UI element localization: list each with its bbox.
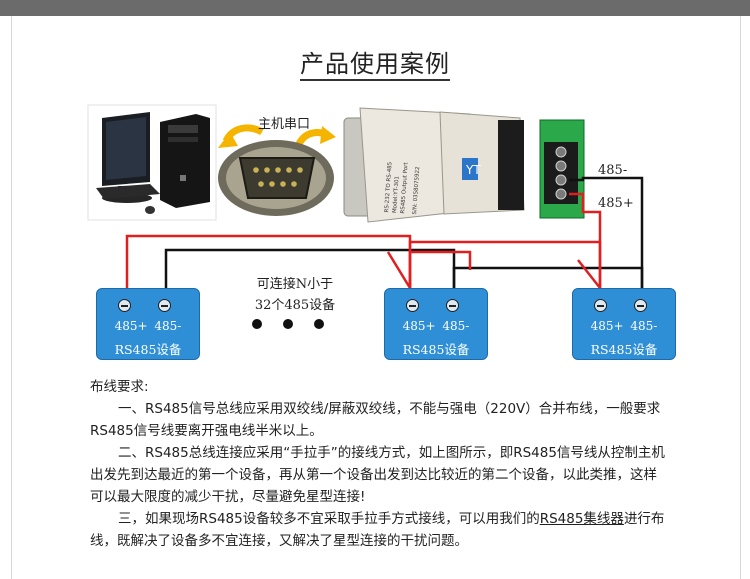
wire-label-485-pos: 485+ — [598, 196, 634, 211]
rs485-device-2: 485+ 485- RS485设备 — [384, 288, 488, 360]
rule-3-suffix: 进行布线，既解决了设备多不宜连接，又解决了星型连接的干扰问题。 — [90, 511, 665, 549]
wiring-heading: 布线要求: — [90, 379, 149, 395]
device-pin-labels: 485+ 485- — [590, 319, 658, 333]
red-wires-485-pos — [125, 192, 602, 292]
device-pin-labels: 485+ 485- — [402, 319, 470, 333]
wire-label-485-neg: 485- — [598, 163, 628, 178]
converter-logo: YT — [465, 163, 481, 177]
rs485-device-3: 485+ 485- RS485设备 — [572, 288, 676, 360]
terminal-485-pos — [594, 299, 607, 312]
converter-face-text-1: RS-232 TO RS-485 — [384, 161, 394, 213]
device-name: RS485设备 — [114, 342, 182, 357]
wiring-requirements: 布线要求: 一、RS485信号总线应采用双绞线/屏蔽双绞线，不能与强电（220V… — [90, 376, 670, 552]
converter-serial: S/N: 0358075922 — [412, 166, 421, 214]
note-line-2: 32个485设备 — [254, 298, 336, 313]
terminal-485-neg — [634, 299, 647, 312]
wiring-rule-2: 二、RS485总线连接应采用“手拉手”的接线方式，如上图所示，即RS485信号线… — [90, 445, 665, 505]
terminal-485-pos — [406, 299, 419, 312]
yellow-arrows — [218, 124, 336, 148]
converter-face-text-2: Model:YT-301 — [392, 176, 401, 213]
rule-3-prefix: 三，如果现场RS485设备较多不宜采取手拉手方式接线，可以用我们的 — [118, 511, 540, 527]
rs485-hub-link[interactable]: RS485集线器 — [539, 511, 624, 527]
terminal-485-neg — [158, 299, 171, 312]
terminal-485-pos — [118, 299, 131, 312]
rs232-rs485-converter: YT RS-232 TO RS-485 Model:YT-301 RS485 O… — [343, 107, 585, 223]
black-wires-485-neg — [164, 176, 644, 292]
page-title: 产品使用案例 — [0, 44, 750, 81]
serial-port-illustration — [218, 140, 334, 216]
rs485-device-1: 485+ 485- RS485设备 — [96, 288, 200, 360]
device-count-note: 可连接N小于 32个485设备 — [220, 274, 370, 316]
computer-illustration — [87, 104, 217, 221]
device-name: RS485设备 — [402, 342, 470, 357]
device-pin-labels: 485+ 485- — [114, 319, 182, 333]
converter-face-text-3: RS485 Output Port — [400, 161, 410, 213]
host-serial-port-label: 主机串口 — [258, 117, 311, 132]
terminal-485-neg — [446, 299, 459, 312]
note-line-1: 可连接N小于 — [256, 277, 334, 292]
top-bar — [0, 0, 750, 16]
wiring-rule-1: 一、RS485信号总线应采用双绞线/屏蔽双绞线，不能与强电（220V）合并布线，… — [90, 401, 661, 439]
device-name: RS485设备 — [590, 342, 658, 357]
wiring-rule-3: 三，如果现场RS485设备较多不宜采取手拉手方式接线，可以用我们的RS485集线… — [90, 508, 670, 552]
ellipsis-dots — [252, 319, 324, 329]
